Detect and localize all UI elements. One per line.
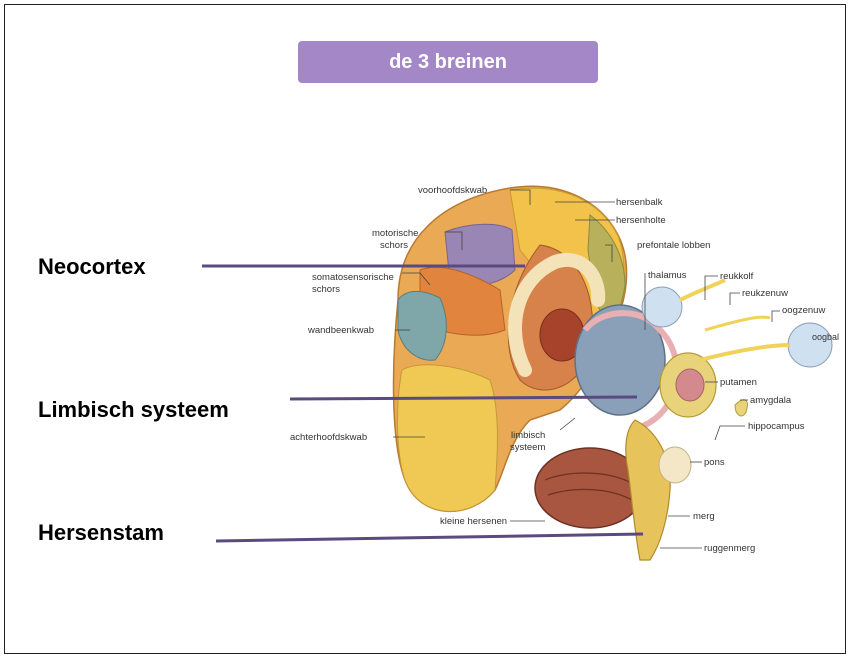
label-hippocampus: hippocampus	[748, 421, 805, 432]
label-amygdala: amygdala	[750, 395, 792, 406]
label-merg: merg	[693, 511, 715, 522]
label-voorhoofdskwab: voorhoofdskwab	[418, 185, 487, 196]
pons-shape	[659, 447, 691, 483]
brainstem	[626, 420, 670, 560]
label-somatosensorische-2: schors	[312, 284, 340, 295]
label-oogzenuw: oogzenuw	[782, 305, 825, 316]
label-limbisch-systeem: Limbisch systeem	[38, 397, 229, 423]
label-kleine-hersenen: kleine hersenen	[440, 516, 507, 527]
label-limbisch-1: limbisch	[511, 430, 545, 441]
label-achterhoofdskwab: achterhoofdskwab	[290, 432, 367, 443]
brainstem-pointer	[216, 534, 643, 541]
optic-nerve	[700, 345, 790, 360]
label-hersenbalk: hersenbalk	[616, 197, 663, 208]
label-limbisch-2: systeem	[510, 442, 545, 453]
putamen-core	[676, 369, 704, 401]
label-wandbeenkwab: wandbeenkwab	[307, 325, 374, 336]
label-motorische-1: motorische	[372, 228, 418, 239]
label-ruggenmerg: ruggenmerg	[704, 543, 755, 554]
label-hersenstam: Hersenstam	[38, 520, 164, 546]
eyeball	[788, 323, 832, 367]
olfactory-bulb-ball	[642, 287, 682, 327]
limbic-pointer	[290, 397, 637, 399]
label-prefontale-lobben: prefontale lobben	[637, 240, 710, 251]
label-pons: pons	[704, 457, 725, 468]
label-neocortex: Neocortex	[38, 254, 146, 280]
label-oogbal: oogbal	[812, 332, 839, 342]
olfactory-nerve	[680, 280, 725, 300]
label-putamen: putamen	[720, 377, 757, 388]
label-reukkolf: reukkolf	[720, 271, 754, 282]
nerve-2	[705, 317, 770, 330]
amygdala-shape	[735, 400, 747, 416]
label-thalamus: thalamus	[648, 270, 687, 281]
label-hersenholte: hersenholte	[616, 215, 666, 226]
label-reukzenuw: reukzenuw	[742, 288, 788, 299]
label-motorische-2: schors	[380, 240, 408, 251]
label-somatosensorische-1: somatosensorische	[312, 272, 394, 283]
occipital-lobe	[397, 365, 497, 512]
